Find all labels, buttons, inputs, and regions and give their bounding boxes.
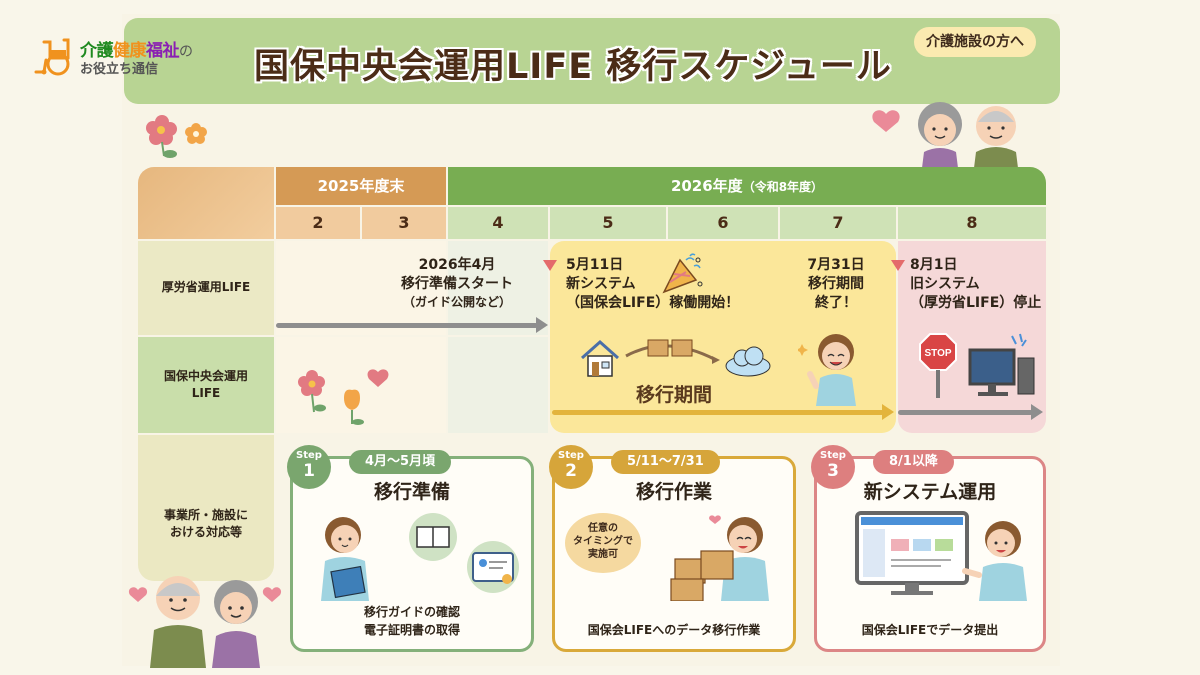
worker-presenting-screen-illustration	[855, 511, 1027, 601]
data-migration-illustration	[581, 339, 771, 377]
audience-tag: 介護施設の方へ	[914, 27, 1036, 57]
house-icon	[581, 339, 619, 377]
step-title: 新システム運用	[863, 481, 997, 503]
grid-cell	[448, 337, 548, 433]
transition-period-arrow	[552, 404, 894, 420]
site-logo[interactable]: 介護健康福祉の お役立ち通信	[34, 32, 244, 82]
party-popper-icon	[662, 253, 703, 294]
step-title: 移行作業	[635, 481, 712, 503]
title-banner	[124, 18, 1060, 104]
heart-icon	[128, 587, 148, 602]
heart-icon	[872, 110, 900, 132]
event-transition-end: 7月31日 移行期間 終了！	[807, 257, 865, 311]
grid-cell	[448, 241, 548, 335]
month-header-5: 5	[550, 207, 666, 239]
flowers-heart-decoration-icon	[298, 369, 389, 425]
mhlw-life-arrow	[276, 317, 548, 333]
worker-reading-guide-illustration	[321, 513, 519, 601]
step-description: 移行ガイドの確認電子証明書の取得	[363, 605, 460, 637]
logo-kaigo: 介護	[80, 41, 114, 61]
box-icon	[647, 339, 693, 357]
logo-kenkou: 健康	[113, 41, 147, 61]
step-description: 国保会LIFEへのデータ移行作業	[587, 623, 761, 637]
fiscal-year-2026-header: 2026年度（令和8年度）	[448, 167, 1046, 205]
fiscal-year-2025-header: 2025年度末	[276, 167, 446, 205]
elderly-couple-illustration-bottom	[128, 576, 282, 668]
cloud-icon	[725, 346, 771, 377]
step-title: 移行準備	[373, 481, 450, 503]
box-icon	[670, 550, 734, 601]
stop-sign-computer-illustration: STOP	[919, 333, 1035, 398]
page-title: 国保中央会運用LIFE 移行スケジュール	[254, 47, 892, 87]
worker-carrying-boxes-illustration	[670, 515, 769, 601]
logo-line-1: 介護健康福祉の	[80, 36, 193, 61]
marker-triangle-icon	[543, 260, 557, 271]
event-prep-start: 2026年4月 移行準備スタート （ガイド公開など）	[401, 257, 513, 309]
step-description: 国保会LIFEでデータ提出	[861, 623, 999, 637]
logo-no: の	[179, 44, 193, 60]
event-new-system-launch: 5月11日 新システム （国保会LIFE）稼働開始！	[566, 257, 740, 311]
month-header-6: 6	[668, 207, 778, 239]
timeline-corner-header	[138, 167, 274, 239]
row-label-facility-actions: 事業所・施設における対応等	[138, 435, 274, 581]
step-period-pill: 4月～5月頃	[349, 450, 452, 474]
flower-decoration-icon	[146, 115, 207, 158]
elderly-couple-illustration	[872, 102, 1018, 168]
month-header-8: 8	[898, 207, 1046, 239]
step-period-pill: 5/11～7/31	[611, 450, 720, 474]
row-label-mhlw-life: 厚労省運用LIFE	[138, 241, 274, 335]
anytime-note-bubble: 任意のタイミングで実施可	[565, 513, 641, 573]
transition-period-label: 移行期間	[636, 384, 713, 406]
month-header-3: 3	[362, 207, 446, 239]
care-worker-pointing-illustration	[798, 334, 856, 406]
logo-fukushi: 福祉	[146, 41, 180, 61]
month-header-2: 2	[276, 207, 360, 239]
svg-text:STOP: STOP	[924, 348, 951, 359]
old-system-arrow	[898, 404, 1043, 420]
heart-icon	[262, 587, 282, 602]
month-header-4: 4	[448, 207, 548, 239]
month-header-7: 7	[780, 207, 896, 239]
logo-line-2: お役立ち通信	[80, 62, 159, 77]
marker-triangle-icon	[891, 260, 905, 271]
event-old-system-stop: 8月1日 旧システム （厚労省LIFE）停止	[910, 257, 1042, 311]
wheelchair-icon	[34, 38, 70, 76]
step-period-pill: 8/1以降	[873, 450, 954, 474]
grid-cell	[276, 241, 446, 335]
